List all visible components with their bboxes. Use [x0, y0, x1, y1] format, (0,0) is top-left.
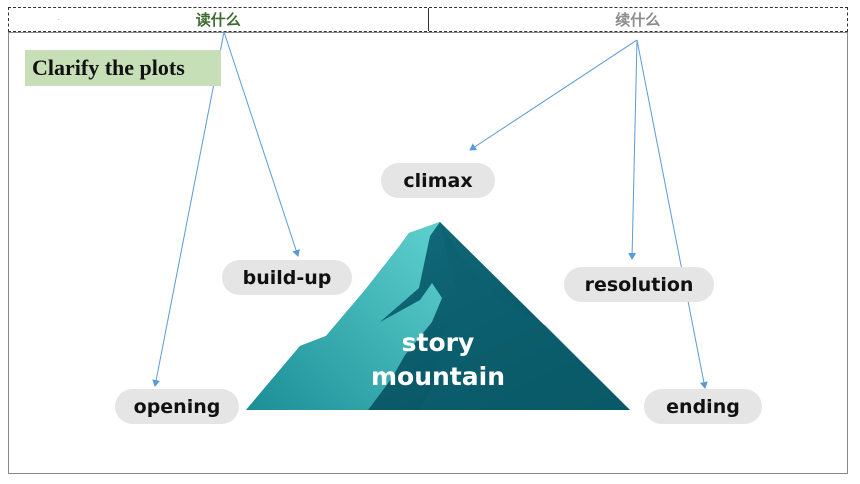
stage-build-up: build-up	[222, 260, 352, 295]
arrow-to-build-up	[223, 31, 300, 257]
tab-read-what[interactable]: 读什么	[9, 8, 429, 31]
header-row: 读什么 续什么	[8, 7, 848, 32]
arrow-to-ending	[636, 39, 708, 389]
slide-frame	[8, 32, 848, 474]
mountain-label-line1: story	[401, 328, 475, 357]
mountain-shadow	[420, 222, 630, 410]
arrow-to-opening	[152, 31, 225, 387]
tab-continue-what[interactable]: 续什么	[615, 11, 661, 29]
mountain-light-face	[246, 222, 442, 410]
arrow-to-climax	[469, 39, 638, 151]
stage-ending: ending	[644, 389, 762, 424]
tiny-mark: .	[58, 16, 60, 22]
arrow-to-resolution	[628, 39, 638, 260]
stage-resolution: resolution	[564, 267, 714, 302]
mountain-label-line2: mountain	[370, 362, 505, 391]
stage-climax: climax	[381, 163, 495, 198]
stage-opening: opening	[115, 389, 239, 424]
mountain-label: story mountain	[345, 326, 531, 394]
mountain-shape	[246, 222, 630, 410]
section-title: Clarify the plots	[25, 50, 221, 86]
